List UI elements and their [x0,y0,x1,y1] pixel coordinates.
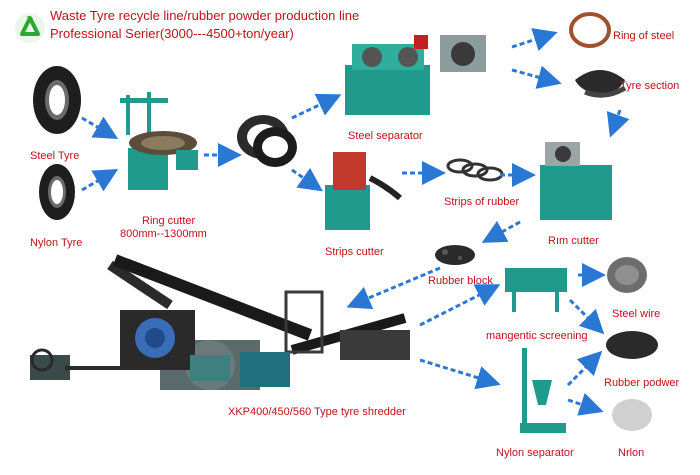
arrow [567,392,604,416]
rim-cutter-label: Rım cutter [548,235,599,247]
ring-cutter-label: Ring cutter [142,215,196,227]
arrow [346,266,441,310]
nylon-image [612,399,652,431]
arrow [291,93,342,120]
magnetic-screening-label: mangentic screening [486,330,588,342]
ring-cutter-range: 800mm--1300mm [120,228,207,240]
steel-wire-label: Steel wire [612,308,661,320]
strips-cutter-machine [325,152,402,230]
tyre-shredder-label: XKP400/450/560 Type tyre shredder [228,406,406,418]
tyre-section-image [575,70,627,98]
arrow [566,350,603,387]
nylon-separator-machine [520,348,566,433]
rubber-powder-label: Rubber podwer [604,377,680,389]
steel-tyre-label: Steel Tyre [30,150,80,162]
strips-of-rubber-label: Strips of rubber [444,196,520,208]
tyre-rings-image [237,115,297,167]
arrow [291,167,323,192]
nylon-separator-label: Nylon separator [496,447,574,459]
arrow [419,358,501,390]
steel-separator-label: Steel separator [348,130,423,142]
strips-cutter-label: Strips cutter [325,246,384,258]
tyre-shredder-machine [30,254,410,390]
nylon-tyre-image [39,164,75,220]
arrow [606,109,630,138]
steel-tyre-image [33,66,81,134]
arrow [481,220,521,243]
diagram-subtitle: Professional Serier(3000---4500+ton/year… [50,26,294,41]
steel-separator-machine [345,35,486,115]
arrow [511,65,562,89]
recycle-icon [15,13,45,43]
strips-of-rubber-image [446,158,504,182]
ring-cutter-machine [120,92,198,190]
rubber-block-label: Rubber block [428,275,493,287]
rubber-powder-image [606,331,658,359]
steel-wire-image [607,257,647,293]
flow-arrows [81,28,630,416]
ring-of-steel-label: Ring of steel [613,30,675,42]
rubber-block-image [435,245,475,265]
ring-of-steel-image [569,12,611,48]
magnetic-screening-machine [505,268,567,312]
arrow [81,168,119,192]
nylon-tyre-label: Nylon Tyre [30,237,83,249]
diagram-title: Waste Tyre recycle line/rubber powder pr… [50,8,360,23]
nylon-label: Nrlon [618,447,645,459]
tyre-section-label: Tyre section [620,80,680,92]
arrow [81,116,119,140]
arrow [419,284,501,327]
arrow [511,28,558,51]
rim-cutter-machine [540,142,612,220]
arrow [568,298,605,335]
